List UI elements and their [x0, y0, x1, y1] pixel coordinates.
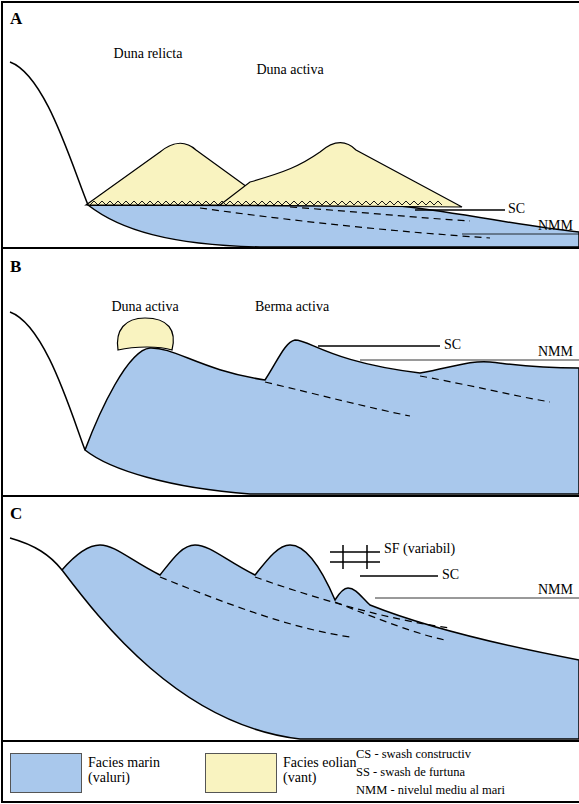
dune-label: Duna activa: [111, 299, 178, 314]
level-label: SF (variabil): [384, 541, 455, 556]
dashed-layer: [255, 577, 450, 628]
level-label: SC: [442, 567, 459, 582]
dashed-layer: [335, 602, 445, 640]
coast-profile: [10, 538, 62, 570]
berm-label: Berma activa: [255, 299, 329, 314]
abbreviation-note: NMM - nivelul mediu al mari: [356, 784, 505, 798]
dashed-layer: [200, 208, 490, 238]
sf-line: [330, 551, 380, 553]
active-dune: [220, 143, 462, 207]
panel-letter: B: [10, 258, 21, 277]
nmm-line: [375, 598, 579, 599]
sf-bracket: [366, 545, 368, 569]
dashed-layer: [420, 376, 550, 402]
nmm-line: [360, 360, 579, 361]
abbreviation-note: SS - swash de furtuna: [356, 766, 465, 780]
coast-profile: [10, 312, 85, 450]
active-dune: [117, 318, 173, 350]
panel-divider: [2, 740, 579, 742]
coast-profile: [10, 62, 88, 205]
dune-label: Duna relicta: [114, 46, 183, 61]
marine-facies: [85, 340, 579, 494]
level-label: SC: [444, 337, 461, 352]
level-label: NMM: [538, 344, 573, 359]
marine-facies: [62, 545, 579, 739]
legend-text: Facies marin (valuri): [88, 755, 184, 786]
marine-facies: [88, 205, 579, 247]
abbreviation-note: CS - swash constructiv: [356, 748, 471, 762]
legend-text: Facies eolian (vant): [283, 755, 375, 786]
sc-line: [415, 209, 505, 211]
level-label: NMM: [538, 582, 573, 597]
nmm-line: [462, 234, 579, 235]
hatch-contact: [90, 201, 442, 205]
legend-swatch: [205, 753, 277, 793]
sc-line: [318, 345, 440, 347]
dune-label: Duna activa: [256, 62, 323, 77]
panel-letter: A: [10, 10, 22, 29]
level-label: NMM: [538, 218, 573, 233]
panel-divider: [2, 247, 579, 249]
dashed-layer: [290, 207, 470, 221]
dashed-layer: [265, 382, 410, 416]
legend-swatch: [10, 753, 82, 793]
sc-line: [360, 575, 438, 577]
panel-divider: [2, 495, 579, 497]
level-label: SC: [508, 201, 525, 216]
panel-letter: C: [10, 505, 22, 524]
sf-bracket: [342, 545, 344, 569]
dashed-layer: [160, 577, 350, 637]
sf-line: [330, 561, 380, 563]
